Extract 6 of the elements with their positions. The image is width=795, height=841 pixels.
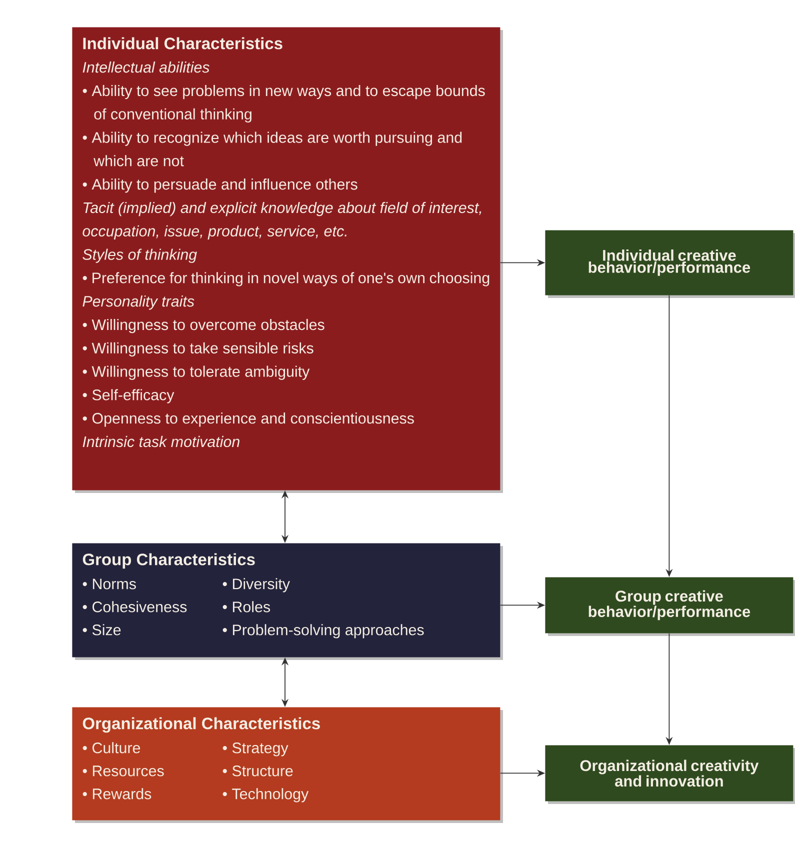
characteristics-box: Individual Characteristics Intellectual abilities • Ability to see problems in new ways and to escape bounds of conventional thinking • Ability to recognize which ideas are worth pursuing and which are not • Ability to persuade and influence others Tacit (implied) and explicit knowledge about field of interest, occupation, issue, product, service, etc. Styles of thinking • Preference for thinking in novel ways of one's own choosing Personality traits • Willingness to overcome obstacles • Willingness to take sensible risks • Willingness to tolerate ambiguity • Self-efficacy • Openness to experience and conscientiousness Intrinsic task motivation (72, 27, 500, 490)
characteristics-box: Group Characteristics • Norms • Cohesiveness • Size • Diversity • Roles • Problem-solving approaches (72, 543, 500, 658)
outcome-box: Individual creative behavior/performance (545, 230, 794, 296)
outcome-box: Group creative behavior/performance (545, 577, 794, 634)
outcome-box: Organizational creativity and innovation (545, 745, 794, 802)
characteristics-box: Organizational Characteristics • Culture • Resources • Rewards • Strategy • Structure • Technology (72, 707, 500, 820)
